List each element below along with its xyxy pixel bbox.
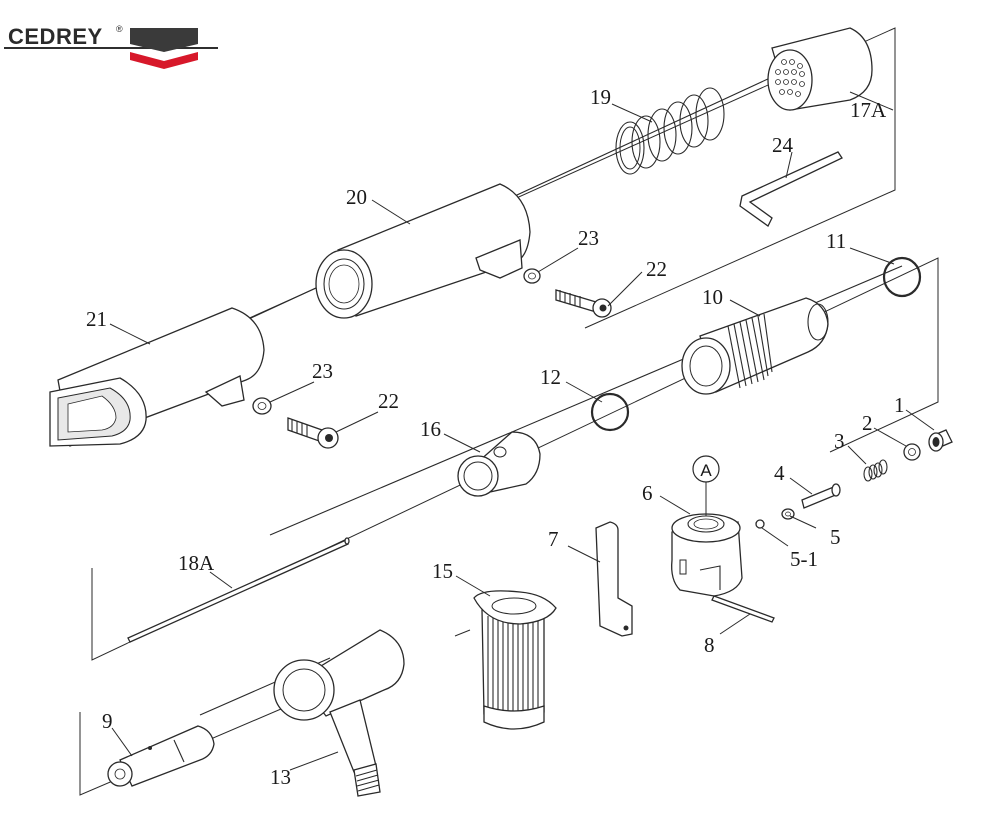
part-21-rear-handle (49, 307, 265, 447)
callout-23-lower: 23 (312, 359, 333, 383)
lower-assembly-frame (79, 629, 471, 796)
callout-5: 5 (830, 525, 841, 549)
callout-17a: 17A (850, 98, 887, 122)
part-23-washer-lower (252, 397, 272, 415)
part-19-spring (615, 87, 725, 175)
part-23-washer-upper (523, 268, 541, 284)
part-20-handle-tube (315, 183, 531, 319)
callout-20: 20 (346, 185, 367, 209)
callout-5-1: 5-1 (790, 547, 818, 571)
callout-10: 10 (702, 285, 723, 309)
part-8-pin (711, 595, 775, 623)
part-22-bolt-lower (287, 417, 339, 449)
callout-21: 21 (86, 307, 107, 331)
part-15-filter (473, 590, 557, 730)
part-17a-muffler (767, 27, 873, 111)
part-12-o-ring (590, 392, 630, 432)
leader-lines (109, 91, 935, 771)
callout-16: 16 (420, 417, 441, 441)
callout-15: 15 (432, 559, 453, 583)
part-1-plug (928, 429, 953, 452)
part-9-nozzle (107, 725, 215, 787)
callout-23-upper: 23 (578, 226, 599, 250)
callout-22-lower: 22 (378, 389, 399, 413)
part-22-bolt-upper (555, 289, 612, 318)
part-11-o-ring (882, 256, 922, 298)
callout-18a: 18A (178, 551, 215, 575)
part-2-washer (903, 443, 921, 461)
part-3-spring (863, 459, 888, 482)
brand-logo: CEDREY ® (4, 24, 218, 69)
logo-chevron-red (130, 52, 198, 69)
callout-13: 13 (270, 765, 291, 789)
callout-7: 7 (548, 527, 559, 551)
registered-mark: ® (116, 24, 123, 34)
callout-3: 3 (834, 429, 845, 453)
callout-2: 2 (862, 411, 873, 435)
callout-9: 9 (102, 709, 113, 733)
part-10-cylinder (681, 297, 829, 395)
callout-11: 11 (826, 229, 846, 253)
middle-assembly-frame (91, 257, 939, 661)
part-7-trigger (595, 521, 633, 637)
part-4-valve-pin (801, 483, 841, 509)
callout-22-upper: 22 (646, 257, 667, 281)
view-marker-a-label: A (700, 461, 712, 480)
callout-1: 1 (894, 393, 905, 417)
part-16-valve-sleeve (457, 431, 541, 497)
callout-19: 19 (590, 85, 611, 109)
part-6-valve-housing (671, 513, 743, 597)
brand-name: CEDREY (8, 24, 103, 49)
upper-assembly-frame (244, 27, 896, 329)
view-marker-a: A (692, 455, 720, 483)
callout-24: 24 (772, 133, 794, 157)
part-24-hex-key (739, 151, 843, 227)
logo-chevron-dark (130, 28, 198, 52)
callout-6: 6 (642, 481, 653, 505)
callout-8: 8 (704, 633, 715, 657)
part-13-grip-housing (273, 629, 405, 797)
callout-4: 4 (774, 461, 785, 485)
part-18a-rod (127, 537, 350, 643)
part-5-1-washer (755, 519, 765, 529)
callout-12: 12 (540, 365, 561, 389)
